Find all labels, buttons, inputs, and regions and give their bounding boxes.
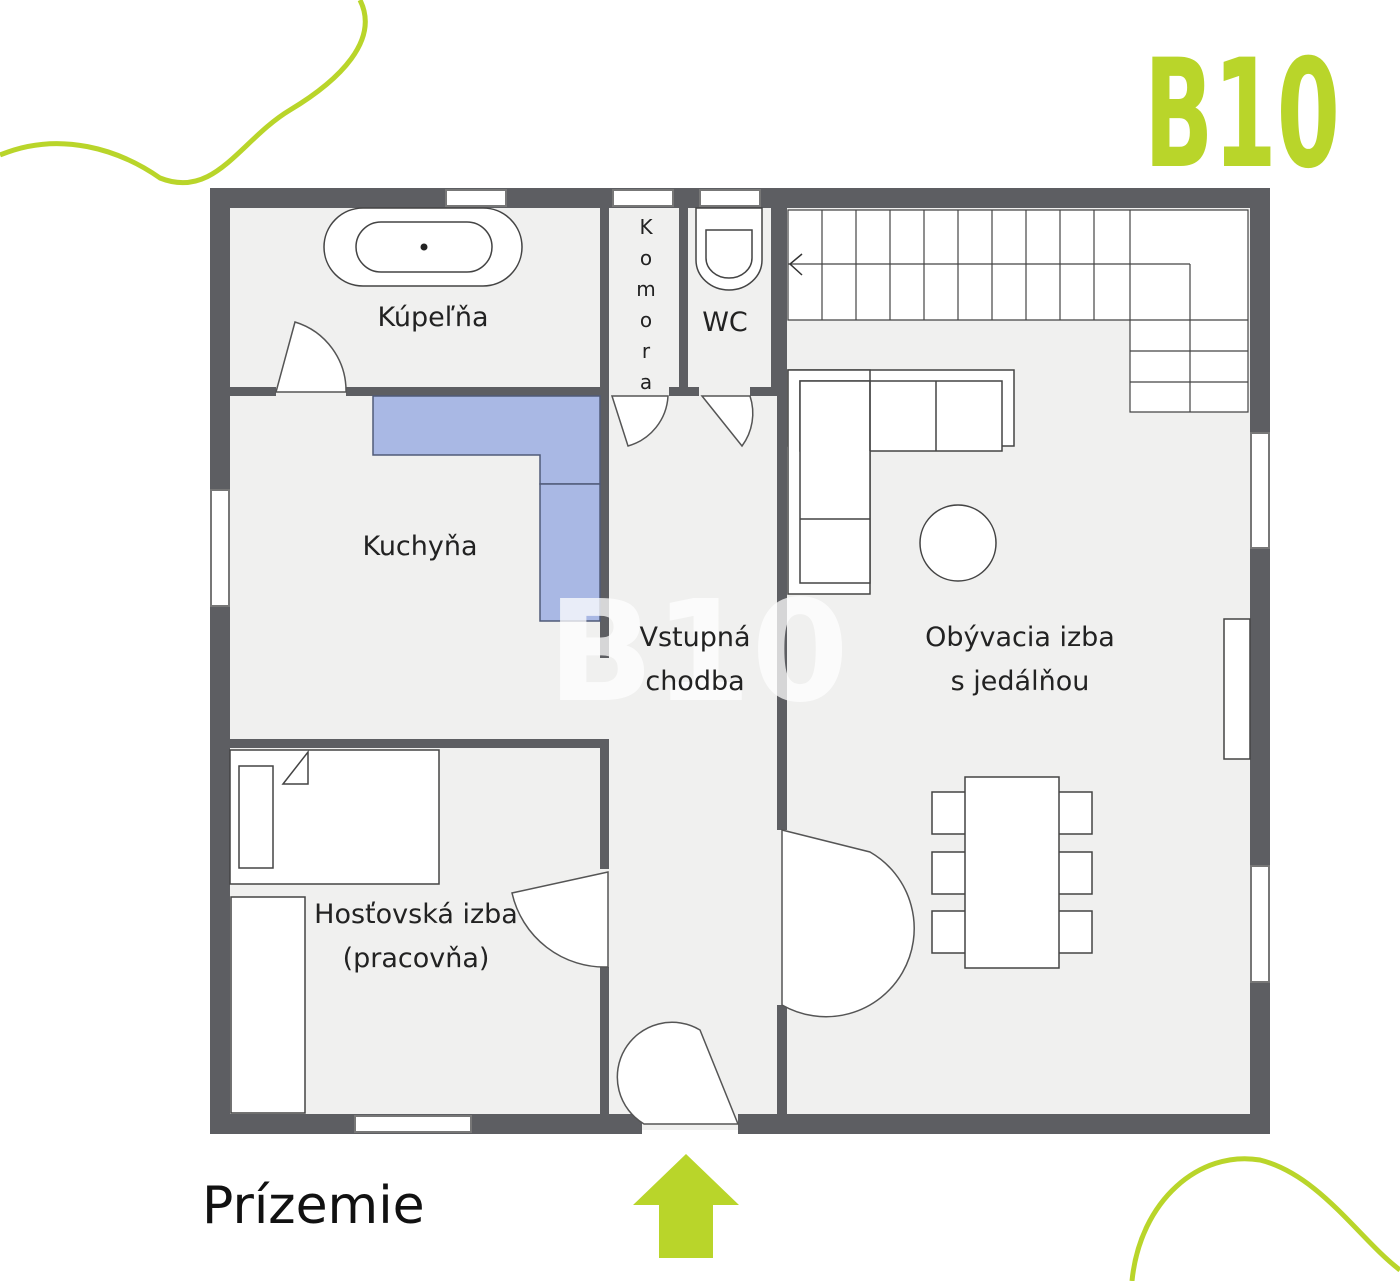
bathroom-label: Kúpeľňa — [377, 302, 489, 333]
floor-area — [215, 195, 1265, 1130]
pantry-letter: a — [639, 370, 653, 394]
corner-sofa — [787, 369, 1015, 595]
floor-label: Prízemie — [202, 1176, 425, 1236]
dining-set — [931, 776, 1093, 969]
living-room-label-line2: s jedálňou — [950, 666, 1090, 697]
bed — [229, 749, 440, 885]
hallway-label-line1: Vstupná — [639, 622, 751, 653]
windows — [210, 189, 1270, 1133]
pantry-letter: m — [636, 277, 656, 301]
toilet — [695, 207, 763, 291]
kitchen-label: Kuchyňa — [362, 531, 478, 562]
stairs-direction-icon — [788, 253, 803, 276]
pantry-letter: K — [639, 215, 653, 239]
interior-walls — [230, 208, 787, 1117]
living-room-label-line1: Obývacia izba — [925, 622, 1115, 653]
bathtub — [323, 207, 523, 287]
decorative-curve-top-left — [0, 0, 368, 186]
hallway-label-line2: chodba — [645, 666, 745, 697]
doors — [275, 321, 916, 1125]
pantry-letter: o — [639, 246, 653, 270]
guest-room-label-line1: Hosťovská izba — [314, 899, 518, 930]
brand-logo-text: B10 — [1144, 28, 1340, 178]
pantry-letter: r — [641, 339, 651, 363]
coffee-table — [919, 504, 997, 582]
pantry-label: K o m o r a — [631, 212, 661, 398]
living-room-label: Obývacia izba s jedálňou — [895, 616, 1145, 704]
tv-console — [1223, 618, 1251, 760]
desk — [230, 896, 306, 1114]
kitchen-counter — [372, 395, 601, 622]
hallway-label: Vstupná chodba — [615, 616, 775, 704]
staircase — [787, 209, 1249, 413]
wc-label: WC — [702, 307, 748, 338]
decorative-curve-bottom-right — [1129, 1156, 1400, 1281]
guest-room-label-line2: (pracovňa) — [342, 943, 490, 974]
brand-logo: B10 — [1144, 28, 1340, 178]
guest-room-label: Hosťovská izba (pracovňa) — [296, 893, 536, 981]
entrance-arrow-icon — [633, 1154, 739, 1258]
pantry-letter: o — [639, 308, 653, 332]
watermark-logo: B10 — [547, 571, 849, 734]
